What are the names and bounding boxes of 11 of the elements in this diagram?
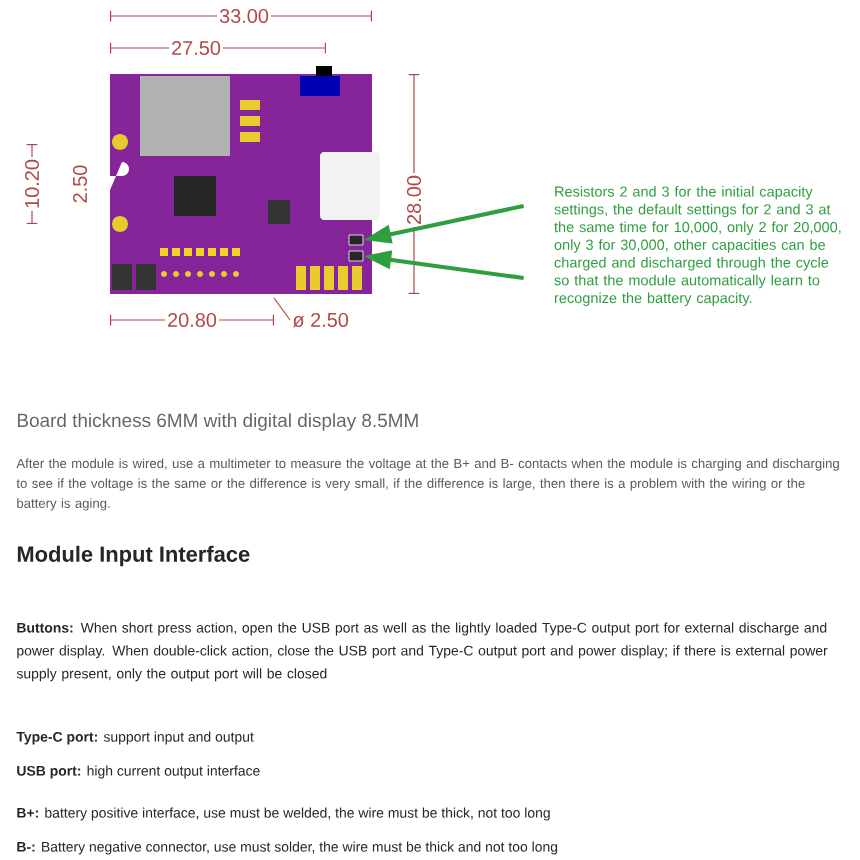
dimension-label: 28.00 — [404, 173, 424, 227]
dimension-label: ø 2.50 — [292, 312, 349, 328]
resistor — [348, 250, 364, 262]
dimension-label: 27.50 — [169, 38, 223, 58]
dimension-label: 10.20 — [22, 157, 42, 211]
dimension-label: 2.50 — [70, 162, 90, 206]
heading: Module Input Interface — [17, 545, 250, 567]
dimension-label: 20.80 — [165, 310, 219, 330]
dimension-label: 33.00 — [217, 6, 271, 26]
heading: Board thickness 6MM with digital display 8.5MM — [17, 413, 418, 431]
resistor — [348, 234, 364, 246]
